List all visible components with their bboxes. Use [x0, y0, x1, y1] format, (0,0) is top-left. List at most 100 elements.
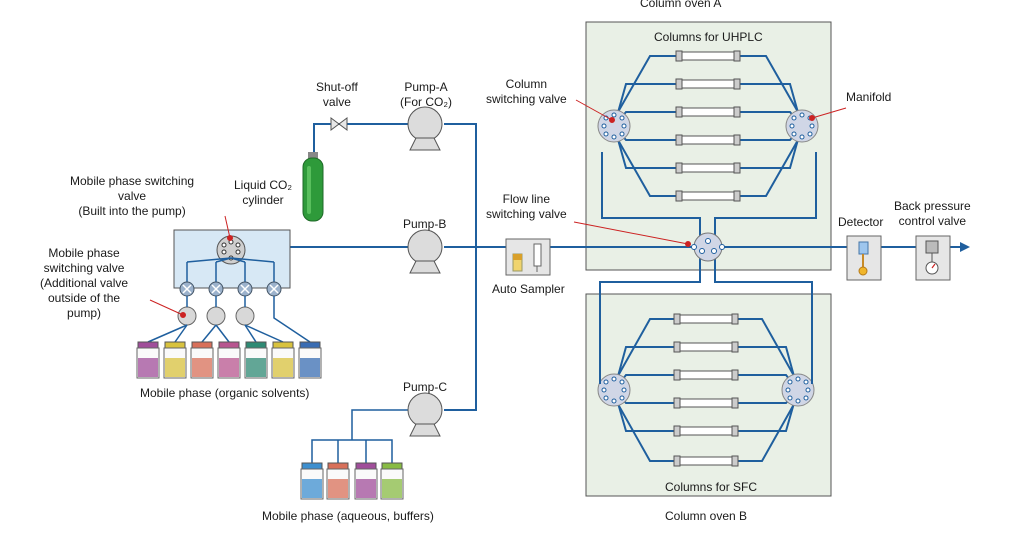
external-switching-valve: [235, 306, 255, 326]
bottle-liquid: [165, 358, 185, 377]
label-mp-aqueous: Mobile phase (aqueous, buffers): [262, 509, 434, 523]
valve-port: [619, 115, 625, 121]
label-line: (For CO₂): [400, 95, 452, 109]
column-fitting: [731, 425, 739, 437]
column-fitting: [731, 455, 739, 467]
bottle-cap: [191, 341, 213, 349]
column: [677, 398, 735, 408]
label-line: cylinder: [242, 193, 284, 207]
label-line: Back pressure: [894, 199, 971, 213]
auto-sampler-icon: [505, 238, 551, 276]
proportioning-valves: [147, 257, 311, 343]
label-line: (Built into the pump): [78, 204, 186, 218]
label-line: valve: [118, 189, 147, 203]
detector-icon: [846, 235, 882, 281]
label-column-oven-a: Column oven A: [640, 0, 722, 10]
co2-cylinder-icon: [302, 152, 324, 222]
valve-port: [603, 379, 609, 385]
valve-port: [621, 387, 627, 393]
bottle-cap: [301, 462, 323, 470]
column-fitting: [731, 397, 739, 409]
valve-port: [603, 395, 609, 401]
label-line: outside of the: [48, 291, 121, 305]
valve-port: [787, 379, 793, 385]
label-line: Flow line: [502, 192, 551, 206]
main-flow-lines: [290, 123, 960, 411]
column: [679, 107, 737, 117]
label-pump-b: Pump-B: [403, 217, 447, 231]
bottle-liquid: [138, 358, 158, 377]
pump-b: [407, 229, 443, 274]
column: [677, 426, 735, 436]
label-mp-switch-builtin: Mobile phase switching valve (Built into…: [70, 174, 194, 219]
column-fitting: [733, 190, 741, 202]
valve-port: [621, 123, 627, 129]
bottle-cap: [218, 341, 240, 349]
column-fitting: [731, 369, 739, 381]
valve-port: [611, 112, 617, 118]
column-fitting: [675, 162, 683, 174]
valve-port: [789, 123, 795, 129]
tubing: [215, 324, 230, 343]
column: [677, 342, 735, 352]
valve-port: [799, 134, 805, 140]
bottle-cap: [164, 341, 186, 349]
column: [679, 163, 737, 173]
tubing: [273, 296, 311, 343]
bottle-cap: [381, 462, 403, 470]
bottle-liquid: [300, 358, 320, 377]
tubing: [201, 324, 217, 343]
bottle-liquid: [356, 479, 376, 498]
column: [679, 191, 737, 201]
solvent-bottles: [136, 341, 404, 500]
column-fitting: [675, 50, 683, 62]
label-column-switching-valve: Column switching valve: [486, 77, 567, 107]
valve-port: [809, 123, 815, 129]
column-fitting: [731, 313, 739, 325]
label-co2-cylinder: Liquid CO₂ cylinder: [234, 178, 292, 208]
column-fitting: [733, 78, 741, 90]
column-fitting: [673, 369, 681, 381]
label-line: Pump-A: [404, 80, 448, 94]
tubing: [244, 324, 257, 343]
column-fitting: [673, 425, 681, 437]
shutoff-valve-icon: [330, 117, 348, 131]
label-shutoff-valve: Shut-off valve: [316, 80, 358, 110]
label-line: (Additional valve: [40, 276, 129, 290]
bottle-cap: [137, 341, 159, 349]
bottle-cap: [272, 341, 294, 349]
valve-port: [795, 398, 801, 404]
label-column-oven-b: Column oven B: [665, 509, 748, 523]
valve-port: [787, 395, 793, 401]
label-line: Mobile phase switching: [70, 174, 195, 188]
tubing: [147, 324, 188, 343]
valve-port: [799, 112, 805, 118]
column-fitting: [673, 341, 681, 353]
valve-port: [805, 387, 811, 393]
bottle-liquid: [382, 479, 402, 498]
column-fitting: [673, 397, 681, 409]
bottle-cap: [355, 462, 377, 470]
valve-port: [803, 379, 809, 385]
column-fitting: [675, 106, 683, 118]
label-detector: Detector: [838, 215, 884, 229]
column: [679, 79, 737, 89]
tubing: [174, 324, 188, 343]
valve-cross: [240, 284, 250, 294]
valve-port: [601, 123, 607, 129]
label-line: control valve: [898, 214, 967, 228]
bottle-cap: [299, 341, 321, 349]
bottle-liquid: [219, 358, 239, 377]
column-fitting: [733, 134, 741, 146]
column: [677, 456, 735, 466]
bottle-cap: [327, 462, 349, 470]
label-manifold: Manifold: [846, 90, 892, 104]
column: [679, 135, 737, 145]
tubing: [215, 257, 232, 263]
valve-cross: [211, 284, 221, 294]
sfc-column-network: [597, 313, 815, 467]
pump-c: [407, 392, 443, 437]
column-fitting: [673, 455, 681, 467]
label-auto-sampler: Auto Sampler: [492, 282, 565, 296]
